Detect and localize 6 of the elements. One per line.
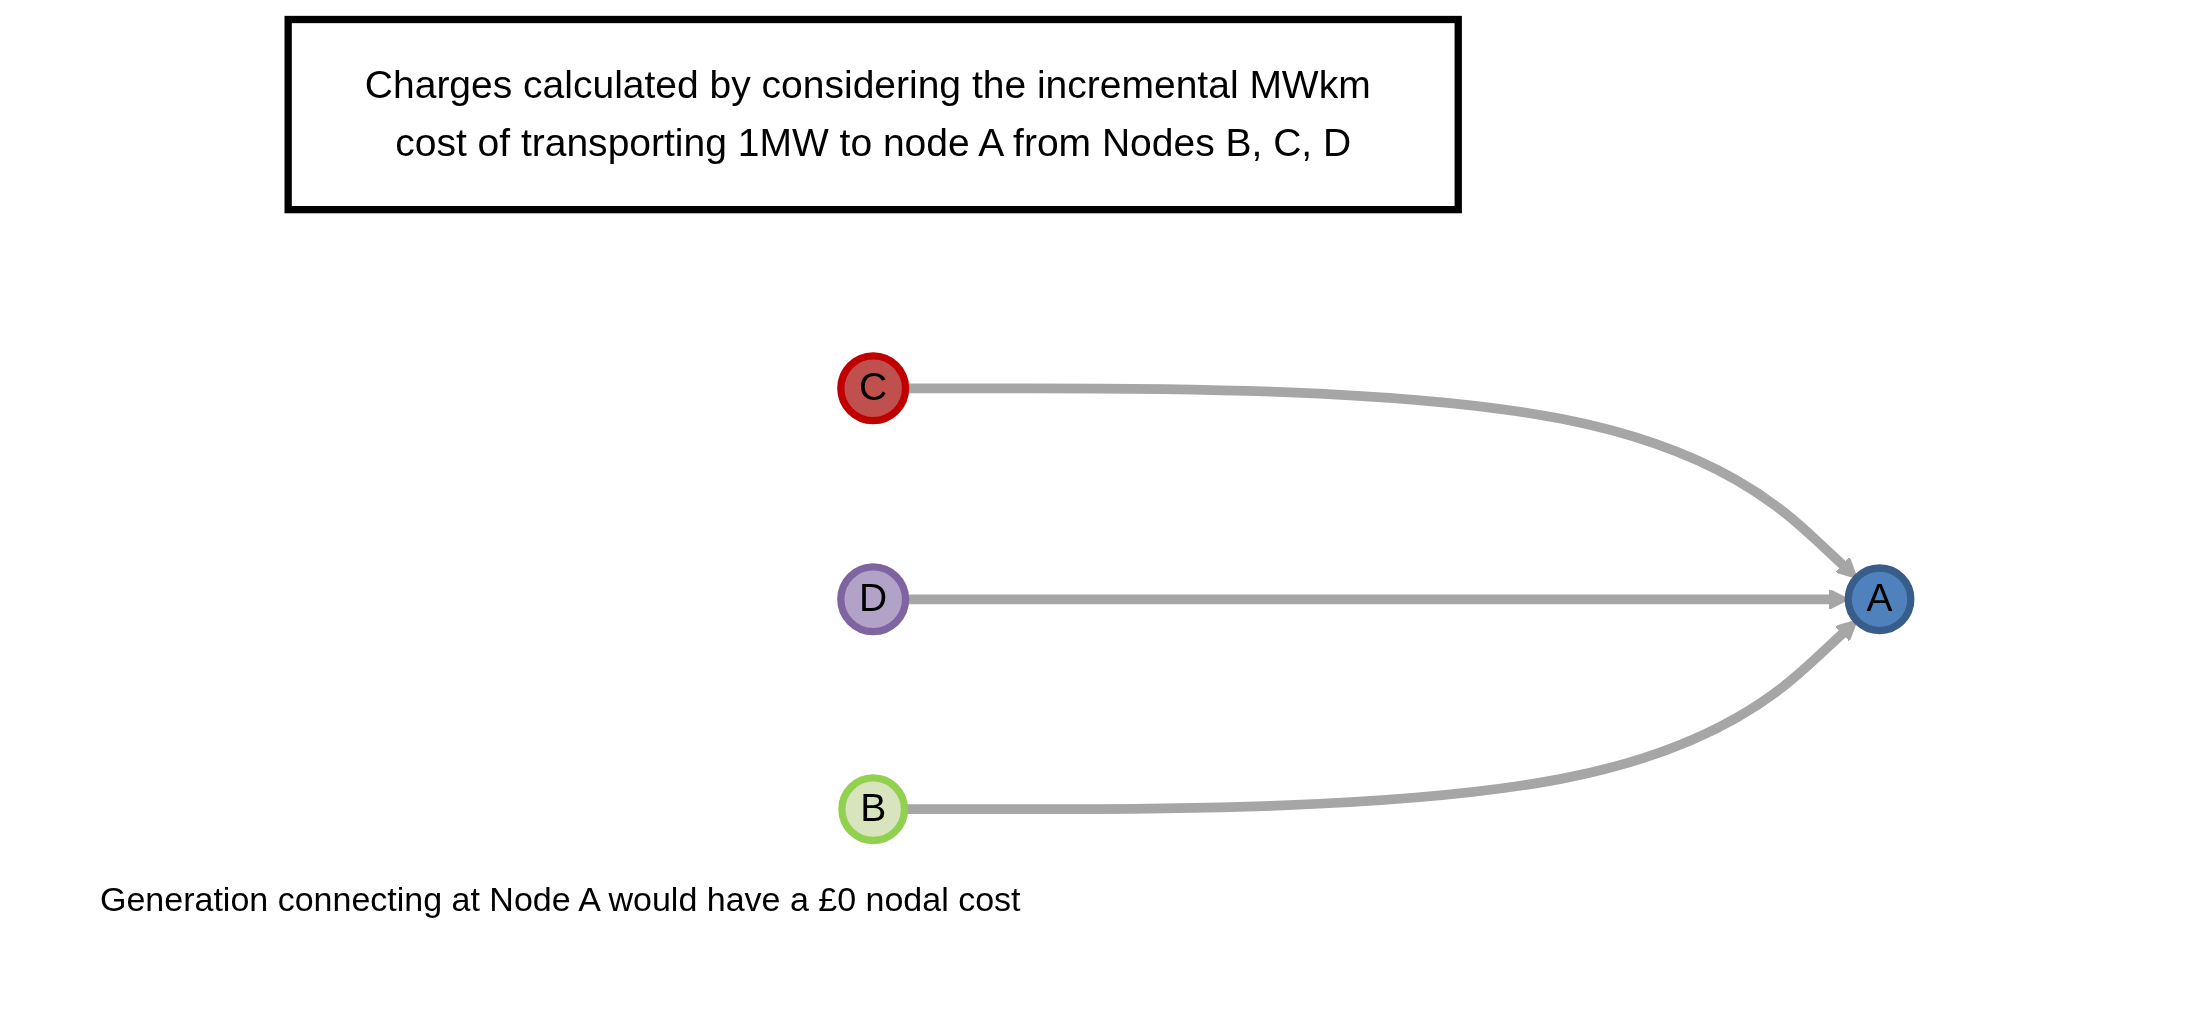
- node-circle: D: [837, 563, 910, 636]
- node-box: Charges calculated by considering the incremental MWkm cost of transporting 1MW to node A from Nodes B, C, D: [284, 15, 1462, 214]
- node-circle: B: [838, 774, 909, 845]
- note-text: Generation connecting at Node A would have a £0 nodal cost: [100, 880, 1021, 919]
- node-circle: A: [1844, 564, 1915, 635]
- node-circle: C: [837, 352, 910, 425]
